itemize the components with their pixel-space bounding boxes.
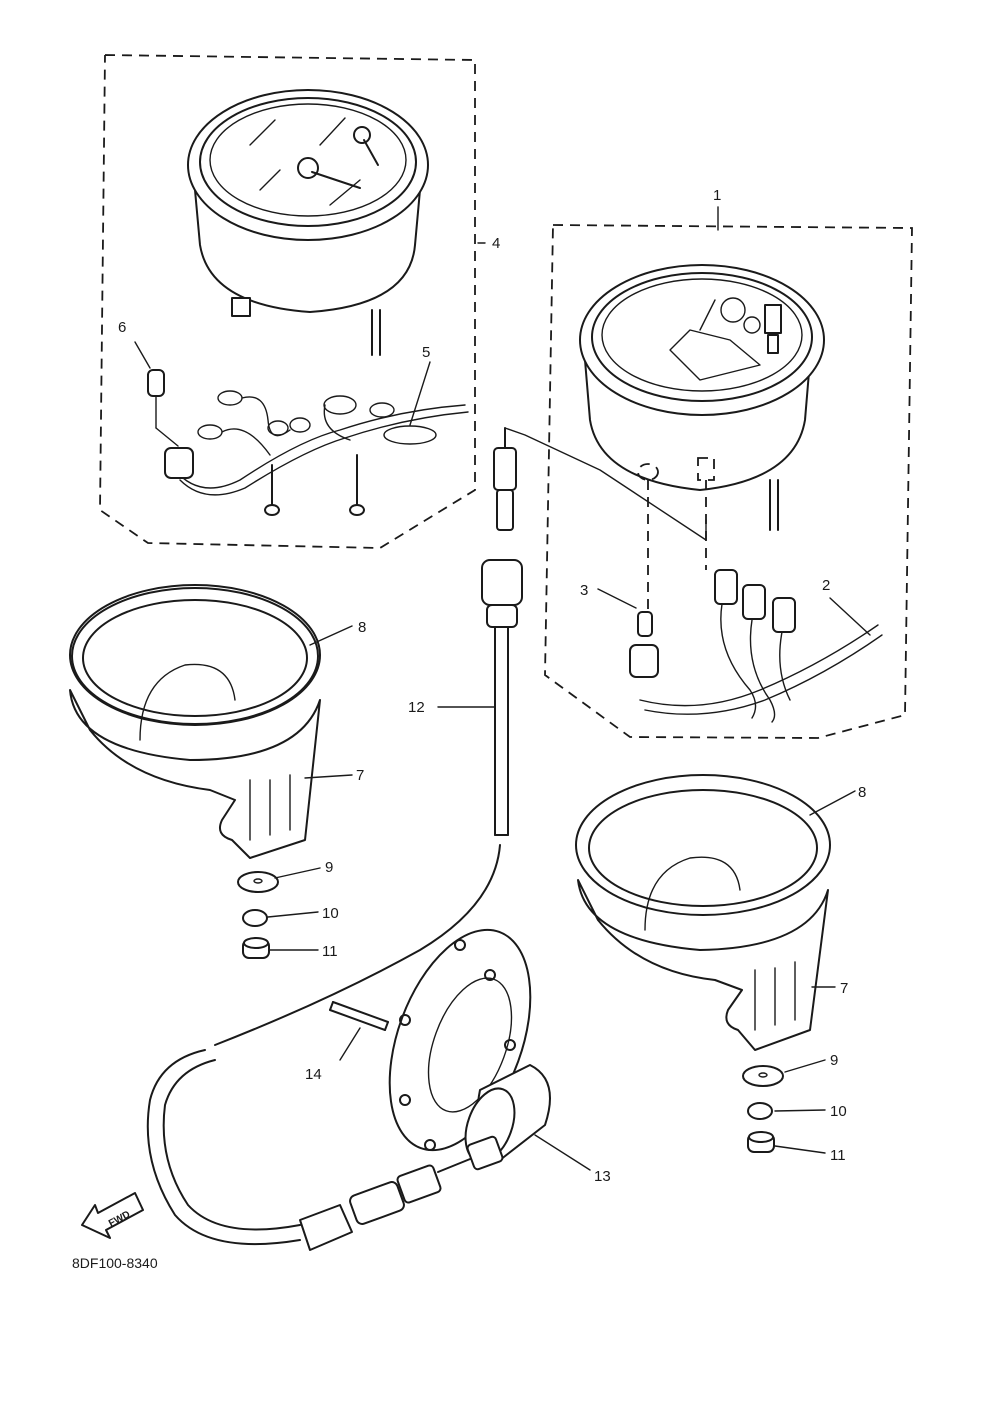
callout-14: 14 [305, 1066, 322, 1083]
right-meter-bracket [575, 774, 831, 1051]
wire-harness-5 [147, 369, 469, 516]
tachometer-gauge [187, 89, 429, 356]
diagram-code: 8DF100-8340 [72, 1255, 158, 1271]
left-nut-11 [242, 937, 270, 959]
callout-11-right: 11 [830, 1147, 846, 1164]
assembly-1-group [544, 224, 913, 739]
callout-12: 12 [408, 699, 425, 716]
callout-2: 2 [822, 577, 830, 594]
left-washer-10 [242, 909, 268, 927]
assembly-4-group [99, 54, 476, 549]
callout-5: 5 [422, 344, 430, 361]
callout-9-left: 9 [325, 859, 333, 876]
forward-arrow-icon: FWD [81, 1192, 144, 1239]
left-washer-9 [237, 871, 279, 893]
pin-14 [329, 1001, 389, 1031]
callout-10-right: 10 [830, 1103, 847, 1120]
right-washer-9 [742, 1065, 784, 1087]
speedometer-gear-unit-13 [388, 928, 551, 1171]
right-nut-11 [747, 1131, 775, 1153]
leader-lines [134, 206, 871, 1171]
callout-8-right: 8 [858, 784, 866, 801]
right-washer-10 [747, 1102, 773, 1120]
callout-9-right: 9 [830, 1052, 838, 1069]
callout-11-left: 11 [322, 943, 338, 960]
callout-3: 3 [580, 582, 588, 599]
left-meter-bracket [69, 584, 321, 859]
callout-7-left: 7 [356, 767, 364, 784]
callout-10-left: 10 [322, 905, 339, 922]
meter-cable-12 [481, 427, 523, 836]
speedometer-gauge [579, 264, 825, 531]
callout-6: 6 [118, 319, 126, 336]
outer-cable [146, 844, 501, 1251]
callout-7-right: 7 [840, 980, 848, 997]
wire-harness-2 [629, 480, 883, 723]
callout-8-left: 8 [358, 619, 366, 636]
callout-4: 4 [492, 235, 500, 252]
callout-13: 13 [594, 1168, 611, 1185]
callout-1: 1 [713, 187, 721, 204]
